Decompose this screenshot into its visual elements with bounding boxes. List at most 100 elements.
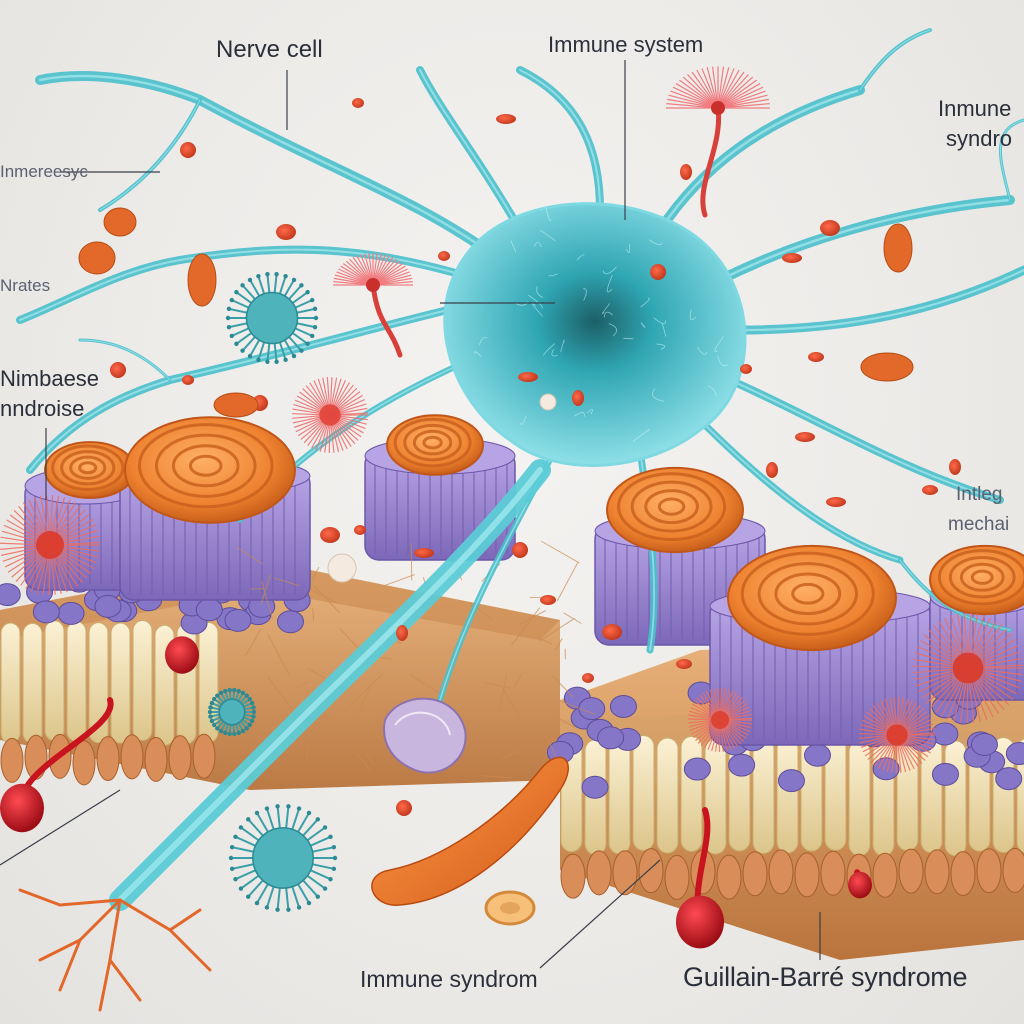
spiky-immune-cell <box>292 377 368 454</box>
cream-cell <box>656 737 679 854</box>
red-particle <box>808 352 824 362</box>
fiber <box>311 588 337 604</box>
dendrite-highlight <box>658 88 862 232</box>
dendrite-highlight <box>79 339 171 381</box>
purple-bead <box>728 753 756 777</box>
fiber <box>354 737 375 766</box>
fiber <box>261 580 274 620</box>
soma-fiber <box>661 323 667 337</box>
soma-fiber <box>606 275 613 293</box>
red-particle <box>766 462 778 478</box>
blood-drops <box>0 636 872 949</box>
tan-cell <box>950 851 976 897</box>
tan-cell <box>144 736 168 782</box>
red-particle <box>396 625 408 641</box>
fiber <box>514 673 523 687</box>
purple-bead <box>195 598 223 622</box>
red-particle <box>582 673 594 683</box>
fiber <box>348 673 384 707</box>
cream-cell <box>608 738 631 855</box>
dendrite <box>655 85 865 235</box>
soma-fiber <box>648 239 663 246</box>
tan-cell <box>742 851 768 897</box>
red-particle <box>320 527 340 543</box>
fiber <box>500 750 519 760</box>
tan-cell <box>872 852 898 898</box>
tan-cell <box>96 736 120 782</box>
soma-fiber <box>576 254 585 261</box>
dendrite-highlight <box>859 29 931 91</box>
soma-fiber <box>689 309 697 321</box>
umbrella-cells <box>333 66 770 358</box>
soma-fiber <box>519 415 527 425</box>
soma-fiber <box>717 355 728 367</box>
orange-capsule <box>103 207 137 237</box>
umbrella-cell <box>333 253 413 358</box>
white-bubble <box>539 393 557 411</box>
virus-particles <box>207 272 338 912</box>
dendrite-highlight <box>899 559 1011 631</box>
cream-cell <box>896 735 919 852</box>
red-particle <box>602 624 622 640</box>
red-particle <box>414 548 434 558</box>
fiber <box>551 714 576 728</box>
red-particle <box>820 220 840 236</box>
purple-bead <box>931 762 959 786</box>
cream-cell <box>0 622 21 744</box>
soma-fiber <box>602 266 617 275</box>
red-particle <box>572 390 584 406</box>
fiber <box>356 687 371 717</box>
umbrella-cell <box>666 66 770 218</box>
fiber <box>260 574 272 605</box>
tan-cell <box>794 852 820 898</box>
soma-texture <box>474 205 742 442</box>
fiber <box>245 629 262 657</box>
cream-cell <box>944 740 967 857</box>
red-particle <box>276 224 296 240</box>
fiber <box>267 634 290 675</box>
orange-capsule <box>78 241 116 275</box>
orange-capsule <box>883 223 913 273</box>
label-left-block-1: Nimbaese <box>0 366 100 391</box>
red-particle <box>949 459 961 475</box>
red-particle <box>782 253 802 263</box>
fiber <box>296 681 309 688</box>
soma-fiber <box>551 349 558 357</box>
dendrite-highlight <box>419 69 521 231</box>
red-particle <box>922 485 938 495</box>
myelin-swirl <box>929 544 1024 616</box>
spiky-immune-cell <box>913 613 1023 724</box>
purple-bead <box>32 600 60 624</box>
spiky-immune-cell <box>687 688 752 753</box>
fiber <box>485 682 511 689</box>
purple-bead <box>277 610 305 634</box>
blood-drop <box>676 807 724 949</box>
cream-cell <box>632 734 655 851</box>
neuron-soma <box>443 202 747 467</box>
leader-lines <box>0 60 821 969</box>
fiber <box>552 675 574 698</box>
soma-fiber <box>653 317 666 325</box>
red-particle <box>396 800 412 816</box>
red-particle <box>795 432 815 442</box>
tan-cell <box>976 848 1002 894</box>
purple-bead <box>224 608 252 632</box>
fiber <box>539 617 576 642</box>
red-particle <box>182 375 194 385</box>
orange-capsule <box>213 392 259 418</box>
tan-cell <box>612 850 638 896</box>
red-particle <box>496 114 516 124</box>
cream-cell <box>44 620 65 742</box>
purple-bead <box>581 775 609 799</box>
myelin-swirl <box>606 466 744 554</box>
left-cream-cells <box>0 619 219 786</box>
fiber <box>313 584 341 614</box>
right-cream-cells <box>560 734 1024 900</box>
myelin-swirl <box>124 416 296 524</box>
label-immune-syndrom-bottom: Immune syndrom <box>360 966 538 992</box>
myelin-swirl <box>727 544 897 652</box>
purple-bead <box>578 697 606 721</box>
label-left-garbled: Inmereesyc <box>0 162 88 181</box>
dendrite-highlight <box>699 419 901 561</box>
